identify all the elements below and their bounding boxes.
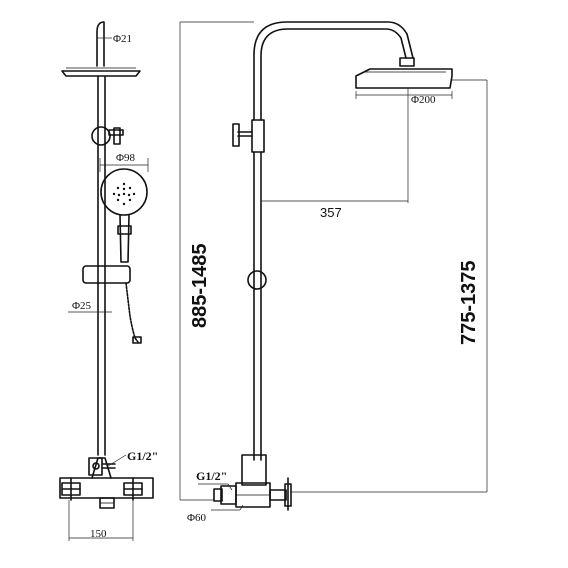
label-total-height-range: 885-1485	[189, 243, 211, 328]
front-hand-shower-nozzles	[112, 182, 136, 206]
label-pipe-diameter: Φ25	[72, 300, 92, 312]
front-diverter-knob	[113, 127, 121, 145]
side-riser-arm-outer	[253, 21, 414, 121]
front-hose	[125, 282, 139, 343]
side-mixer-upper	[241, 454, 267, 486]
label-inlet-thread-side: G1/2"	[196, 469, 227, 483]
front-hose-end	[132, 336, 142, 344]
label-riser-diameter: Φ21	[113, 33, 132, 45]
front-right-cross-handle	[123, 477, 143, 501]
label-inlet-thread-front: G1/2"	[127, 449, 158, 463]
label-head-diameter: Φ200	[411, 94, 436, 106]
front-diverter	[91, 126, 111, 146]
label-arm-reach: 357	[320, 205, 342, 220]
front-riser-top	[96, 21, 105, 67]
side-diverter-handle	[232, 123, 240, 147]
side-slide-bracket	[247, 270, 267, 290]
side-riser-arm-inner	[260, 28, 407, 121]
label-inlet-diameter: Φ60	[187, 512, 207, 524]
front-overhead-head	[61, 70, 141, 77]
side-view	[213, 21, 453, 511]
front-hand-shower-head	[100, 168, 148, 216]
front-slide-bracket	[82, 265, 131, 284]
front-hand-shower-grip	[117, 225, 132, 235]
front-mixer-body	[59, 477, 154, 499]
side-head-connector	[399, 57, 415, 67]
front-diverter-handle	[108, 129, 124, 136]
label-head-height-range: 775-1375	[458, 260, 480, 345]
label-base-width: 150	[90, 528, 107, 540]
side-diverter-body	[251, 119, 265, 153]
side-inlet-fitting	[220, 485, 237, 505]
side-dimensions: 885-1485 357 Φ200 775-1375 G1/2" Φ60	[179, 21, 488, 524]
front-left-cross-handle	[61, 477, 81, 501]
front-hand-shower-handle	[119, 214, 130, 263]
front-dimensions: Φ21 Φ98 Φ25 G1/2" 150	[68, 33, 158, 541]
front-view	[59, 21, 154, 509]
side-overhead-head	[355, 68, 453, 89]
label-hand-shower-diameter: Φ98	[116, 152, 136, 164]
front-inlet-connector	[88, 457, 103, 476]
